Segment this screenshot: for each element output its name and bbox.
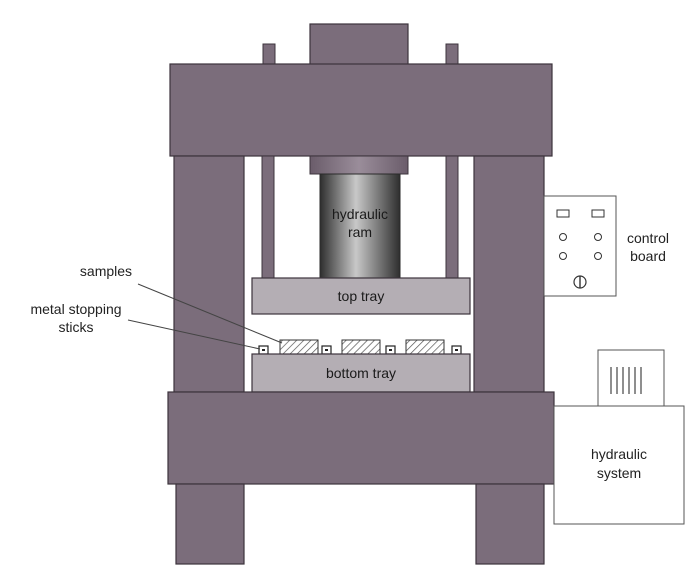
top-tray (251, 277, 471, 315)
stopping-stick-1-core (262, 349, 265, 351)
hydraulic-motor (597, 349, 665, 407)
hydraulic-ram-label-1: hydraulic (332, 206, 388, 222)
samples-leader-line (137, 283, 283, 344)
control-indicator-2 (591, 209, 605, 218)
metal-sticks-leader-line (127, 319, 261, 350)
motor-fins (610, 367, 642, 394)
top-crossbeam (169, 63, 553, 157)
bottom-tray (251, 353, 471, 393)
sample-1 (279, 339, 319, 355)
hydraulic-system-unit (553, 405, 685, 525)
lower-crossbeam (167, 391, 555, 485)
hydraulic-system-label-1: hydraulic (591, 446, 647, 462)
guide-rod-right (445, 155, 459, 279)
hydraulic-ram (319, 173, 401, 279)
control-button-3 (559, 252, 567, 260)
control-indicator-1 (556, 209, 570, 218)
stopping-stick-2-core (325, 349, 328, 351)
ram-neck (309, 155, 409, 175)
ram-cylinder-cap (309, 23, 409, 67)
top-tray-label: top tray (338, 288, 385, 304)
hydraulic-ram-label-2: ram (348, 224, 372, 240)
bottom-tray-label: bottom tray (326, 365, 396, 381)
right-leg (475, 483, 545, 565)
samples-label: samples (80, 263, 132, 279)
metal-sticks-label-1: metal stopping (30, 301, 121, 317)
stopping-stick-3-core (389, 349, 392, 351)
hydraulic-system-label-2: system (597, 465, 641, 481)
sample-3 (405, 339, 445, 355)
control-board-label-2: board (630, 248, 666, 264)
control-button-2 (594, 233, 602, 241)
guide-rod-left (261, 155, 275, 279)
sample-2 (341, 339, 381, 355)
right-column (473, 155, 545, 393)
stopping-stick-4-core (455, 349, 458, 351)
left-leg (175, 483, 245, 565)
left-column (173, 155, 245, 393)
control-button-4 (594, 252, 602, 260)
guide-rod-top-left (262, 43, 276, 67)
control-board-label-1: control (627, 230, 669, 246)
guide-rod-top-right (445, 43, 459, 67)
metal-sticks-label-2: sticks (59, 319, 94, 335)
control-button-1 (559, 233, 567, 241)
